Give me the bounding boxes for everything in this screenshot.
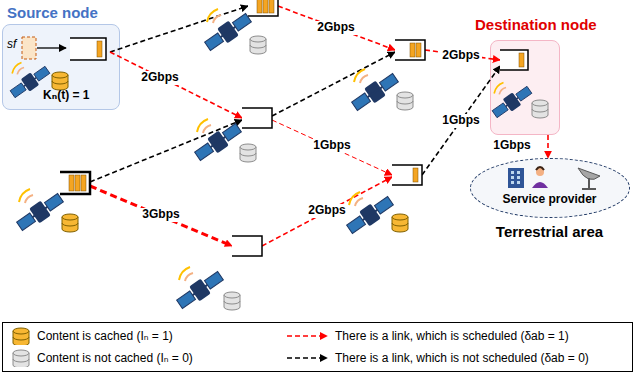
legend-entry: There is a link, which is not scheduled …: [285, 349, 589, 367]
satellite-icon: [202, 9, 253, 54]
node-title: Destination node: [475, 16, 597, 33]
cache-cylinder-full: [392, 214, 408, 232]
satellite-link: [278, 6, 395, 50]
satellite-link: [422, 66, 500, 175]
link-rate: 2Gbps: [306, 204, 347, 218]
link-rate: 2Gbps: [315, 21, 356, 35]
node-title: Source node: [7, 4, 98, 21]
legend-text: There is a link, which is scheduled (δab…: [335, 329, 569, 343]
satellite-link: [262, 177, 392, 246]
satellite-link: [272, 120, 392, 175]
queue-icon: [248, 0, 278, 16]
satellite-icon: [344, 192, 395, 237]
satellite-icon: [192, 119, 243, 164]
cache-cylinder-full: [13, 328, 29, 345]
link-rate: 2Gbps: [139, 71, 180, 85]
link-rate: 2Gbps: [440, 49, 481, 63]
cache-cylinder-empty: [224, 292, 240, 310]
legend-text: There is a link, which is not scheduled …: [335, 351, 589, 365]
satellite-icon: [490, 82, 534, 120]
satellite-link: [110, 6, 248, 52]
legend-entry: There is a link, which is scheduled (δab…: [285, 327, 569, 345]
legend-box: Content is cached (Iₙ = 1) There is a lin…: [2, 322, 633, 372]
service-provider-icons: [508, 167, 600, 189]
queue-icon: [70, 38, 106, 60]
downlink-connector: [547, 135, 549, 158]
cache-cylinder-empty: [240, 144, 256, 162]
queue-icon: [242, 108, 272, 128]
queue-icon: [500, 50, 528, 70]
area-title: Terrestrial area: [496, 223, 603, 240]
terrestrial-ellipse: Service providerTerrestrial area: [470, 158, 630, 218]
cache-cylinder-full: [62, 214, 78, 232]
area-label: Service provider: [502, 193, 596, 207]
satellite-link: [90, 186, 232, 246]
cache-count: Kₙ(t) = 1: [43, 89, 89, 103]
legend-cylinder: [11, 327, 31, 345]
queue-icon: [395, 40, 425, 60]
link-rate: 3Gbps: [140, 208, 181, 222]
legend-entry: Content is not cached (Iₙ = 0): [11, 349, 193, 367]
satellite-icon: [8, 62, 52, 100]
satellite-icon: [174, 267, 225, 312]
legend-line-sample: [285, 327, 329, 345]
legend-text: Content is not cached (Iₙ = 0): [37, 351, 193, 365]
legend-entry: Content is cached (Iₙ = 1): [11, 327, 173, 345]
link-rate: 1Gbps: [311, 139, 352, 153]
cache-cylinder-empty: [532, 100, 548, 118]
satellite-link: [110, 52, 242, 118]
packet-icon: [22, 37, 36, 59]
legend-cylinder: [11, 349, 31, 367]
queue-icon: [60, 172, 90, 194]
legend-line-sample: [285, 349, 329, 367]
legend-text: Content is cached (Iₙ = 1): [37, 329, 173, 343]
cache-cylinder-empty: [250, 36, 266, 54]
source-node-box: Source nodesfKₙ(t) = 1: [2, 24, 120, 110]
satellite-icon: [349, 69, 400, 114]
cache-cylinder-full: [52, 72, 68, 90]
queue-icon: [392, 165, 422, 185]
link-rate: 1Gbps: [440, 114, 481, 128]
packet-arrow: [37, 47, 66, 48]
satellite-icon: [14, 189, 65, 234]
packet-label: sf: [7, 38, 16, 52]
cache-cylinder-empty: [13, 350, 29, 367]
link-rate: 1Gbps: [491, 139, 532, 153]
satellite-link: [272, 52, 395, 116]
queue-icon: [232, 236, 262, 256]
cache-cylinder-empty: [397, 92, 413, 110]
satellite-link: [90, 120, 242, 182]
